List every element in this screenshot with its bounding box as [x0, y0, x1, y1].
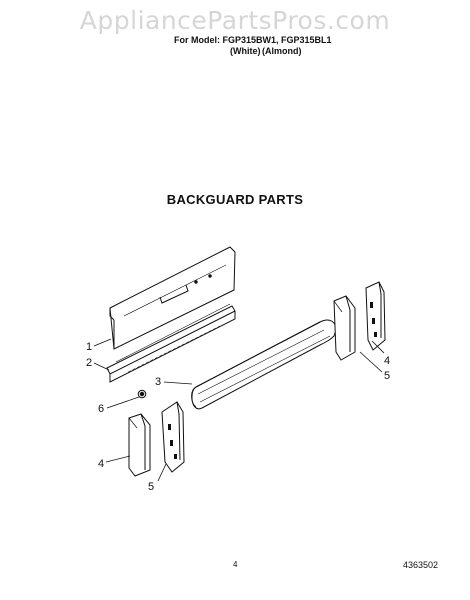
part-4-right-end-cap	[333, 295, 356, 361]
leader-lines	[93, 338, 385, 482]
color-white-label: (White)	[230, 46, 261, 56]
callout-3: 3	[155, 376, 161, 388]
part-4-left-end-cap	[128, 413, 151, 477]
section-title: BACKGUARD PARTS	[166, 192, 304, 207]
part-2-trim-strip	[106, 303, 236, 383]
page-number: 4	[233, 560, 238, 569]
callout-2: 2	[86, 357, 92, 369]
watermark: AppliancePartsPros.com	[79, 6, 391, 35]
callout-6: 6	[98, 403, 104, 415]
callout-4-left: 4	[98, 458, 104, 470]
callout-1: 1	[86, 341, 92, 353]
callout-4-right: 4	[384, 355, 390, 367]
part-5-left-bracket	[161, 401, 185, 473]
callout-5-left: 5	[148, 481, 154, 493]
part-3-rounded-trim	[191, 319, 337, 410]
callout-5-right: 5	[384, 370, 390, 382]
part-5-right-bracket	[365, 281, 386, 351]
color-almond-label: (Almond)	[262, 46, 302, 56]
document-number: 4363502	[403, 560, 439, 570]
model-line: For Model: FGP315BW1, FGP315BL1	[174, 35, 332, 45]
part-6-screw	[137, 389, 147, 399]
part-1-backguard-panel	[109, 246, 236, 350]
